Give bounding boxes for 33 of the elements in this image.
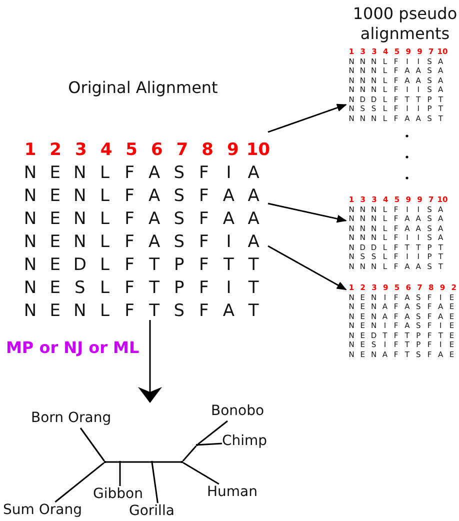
- tree-branch: [119, 463, 121, 486]
- sequence-row-text: N E N L F A S F A A: [22, 208, 260, 231]
- tree-branch: [153, 461, 181, 463]
- tree-branch: [198, 420, 228, 445]
- section-heading: 1000 pseudo alignments: [352, 4, 458, 44]
- arrow: [268, 245, 347, 290]
- species-label: Born Orang: [31, 410, 117, 428]
- arrow: [268, 202, 347, 223]
- tree-branch: [106, 461, 119, 463]
- tree-branch: [151, 462, 158, 504]
- arrow: [138, 320, 162, 403]
- tree-branch: [182, 446, 197, 462]
- edge-label: MP or NJ or ML: [6, 338, 140, 357]
- arrow: [268, 104, 347, 133]
- sequence-row-text: N E N L F A S F I A: [22, 231, 260, 254]
- sequence-row-text: N E D L F T P F T T: [22, 254, 260, 277]
- sequence-row-text: N E N L F T S F A T: [22, 300, 260, 323]
- column-numbers: 1 2 3 4 5 6 7 8 9 10: [23, 139, 268, 162]
- sequence-row-text: N E S L F T P F I T: [22, 277, 260, 300]
- species-label: Gorilla: [129, 503, 189, 521]
- species-label: Gibbon: [93, 486, 147, 504]
- tree-branch: [80, 428, 105, 462]
- tree-branch: [54, 462, 104, 503]
- species-label: Bonobo: [211, 403, 267, 421]
- species-label: Chimp: [222, 433, 272, 451]
- species-label: Sum Orang: [3, 502, 85, 520]
- species-label: Human: [207, 484, 261, 502]
- sequence-row-text: N E N L F A S F A A: [22, 185, 260, 208]
- tree-branch: [121, 461, 151, 463]
- tree-branch: [198, 442, 222, 446]
- tree-branch: [182, 462, 220, 485]
- sequence-row-text: N E N L F A S F I A: [22, 162, 260, 185]
- table-heading: Original Alignment: [67, 78, 219, 97]
